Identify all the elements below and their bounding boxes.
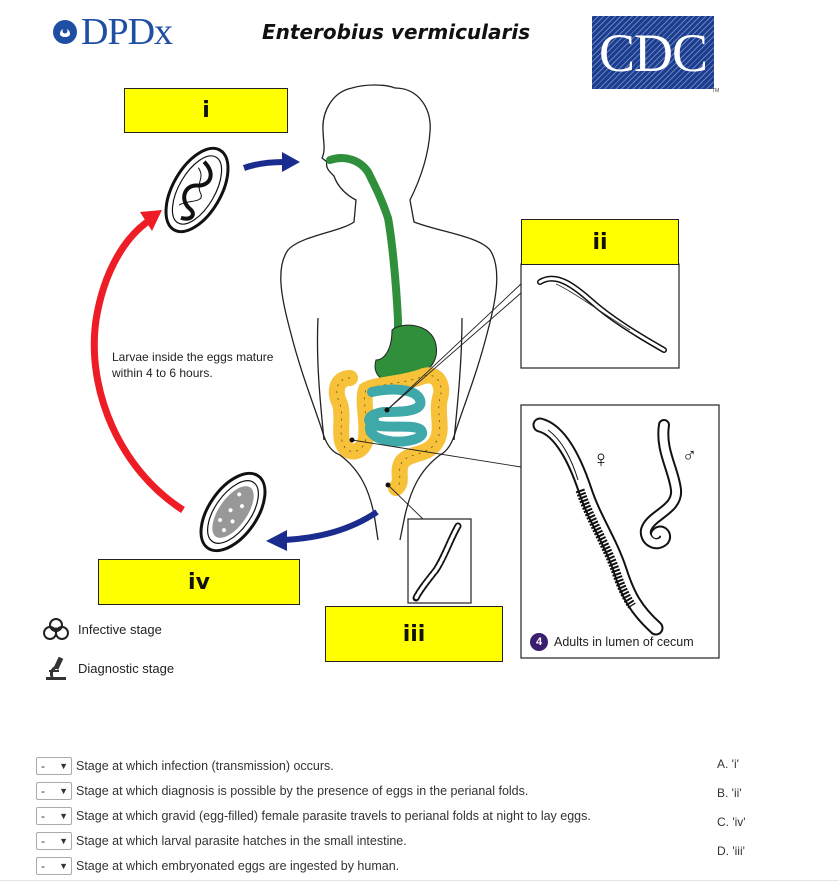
- cdc-tm: TM: [712, 88, 720, 94]
- chevron-down-icon: ▼: [59, 835, 68, 846]
- answer-select[interactable]: - ▼: [36, 806, 72, 825]
- divider: [0, 880, 839, 881]
- pointer-lines: [351, 282, 523, 521]
- dpdx-bug-icon: [53, 20, 77, 44]
- legend-diagnostic-label: Diagnostic stage: [78, 660, 175, 676]
- answer-select[interactable]: - ▼: [36, 856, 72, 875]
- question-row: - ▼ Stage at which larval parasite hatch…: [36, 828, 676, 853]
- cdc-logo: CDC: [592, 16, 714, 89]
- diagram-title: Enterobius vermicularis: [262, 20, 531, 44]
- question-text: Stage at which diagnosis is possible by …: [76, 783, 529, 798]
- legend-infective: Infective stage: [42, 617, 162, 641]
- question-text: Stage at which larval parasite hatches i…: [76, 833, 407, 848]
- answer-option: D. 'iii': [717, 844, 745, 858]
- question-list: - ▼ Stage at which infection (transmissi…: [36, 753, 676, 878]
- esophagus: [326, 154, 402, 342]
- chevron-down-icon: ▼: [59, 785, 68, 796]
- adult-male-worm: [639, 419, 682, 550]
- question-text: Stage at which gravid (egg-filled) femal…: [76, 808, 591, 823]
- answer-select[interactable]: - ▼: [36, 756, 72, 775]
- label-box-iv: iv: [98, 559, 300, 605]
- larva-stage-ii: [537, 275, 667, 353]
- gravid-female-stage-iii: [412, 522, 462, 602]
- label-box-i: i: [124, 88, 288, 133]
- label-box-ii: ii: [521, 219, 679, 265]
- chevron-down-icon: ▼: [59, 760, 68, 771]
- adults-caption-text: Adults in lumen of cecum: [554, 635, 694, 649]
- question-row: - ▼ Stage at which diagnosis is possible…: [36, 778, 676, 803]
- legend-diagnostic: Diagnostic stage: [42, 655, 174, 681]
- cdc-logo-text: CDC: [598, 22, 708, 83]
- dpdx-logo-text: DPDx: [81, 11, 173, 53]
- blue-arrow-bottom: [266, 509, 379, 551]
- question-row: - ▼ Stage at which gravid (egg-filled) f…: [36, 803, 676, 828]
- chevron-down-icon: ▼: [59, 810, 68, 821]
- stage-number-badge: 4: [530, 633, 548, 651]
- question-row: - ▼ Stage at which embryonated eggs are …: [36, 853, 676, 878]
- adults-caption: 4 Adults in lumen of cecum: [530, 633, 694, 651]
- answer-select[interactable]: - ▼: [36, 781, 72, 800]
- answer-option: B. 'ii': [717, 786, 742, 800]
- answer-options: A. 'i' B. 'ii' C. 'iv' D. 'iii': [717, 757, 797, 873]
- dpdx-logo: DPDx: [52, 10, 173, 54]
- chevron-down-icon: ▼: [59, 860, 68, 871]
- legend-infective-label: Infective stage: [78, 621, 162, 637]
- larvae-note: Larvae inside the eggs mature within 4 t…: [112, 350, 274, 380]
- lifecycle-diagram: [90, 84, 720, 659]
- biohazard-icon: [43, 618, 69, 640]
- female-symbol: ♀: [592, 446, 610, 473]
- adult-female-worm: [532, 417, 664, 636]
- question-row: - ▼ Stage at which infection (transmissi…: [36, 753, 676, 778]
- egg-stage-iv: [199, 471, 267, 553]
- red-arrow: [90, 210, 185, 513]
- label-box-iii: iii: [325, 606, 503, 662]
- human-body-outline: [280, 84, 498, 541]
- male-symbol: ♂: [682, 445, 697, 467]
- egg-stage-i: [164, 146, 230, 234]
- answer-option: A. 'i': [717, 757, 739, 771]
- answer-option: C. 'iv': [717, 815, 746, 829]
- blue-arrow-top: [242, 152, 300, 172]
- question-text: Stage at which infection (transmission) …: [76, 758, 334, 773]
- answer-select[interactable]: - ▼: [36, 831, 72, 850]
- question-text: Stage at which embryonated eggs are inge…: [76, 858, 400, 873]
- small-intestine: [364, 384, 427, 447]
- microscope-icon: [46, 656, 66, 680]
